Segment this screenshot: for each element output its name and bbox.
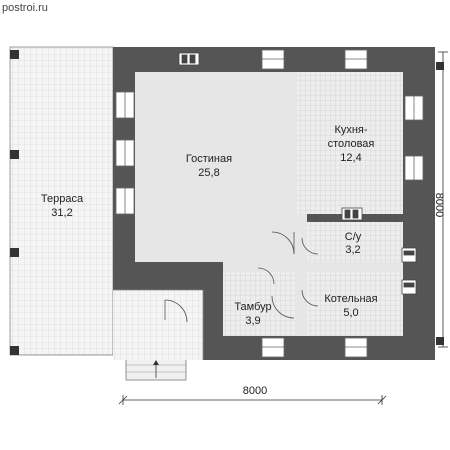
terrace-post: [10, 248, 19, 257]
width-dimension: [118, 395, 387, 405]
terrace-area: 31,2: [51, 207, 72, 219]
kitchen-area: 12,4: [340, 152, 361, 164]
terrace-post: [10, 50, 19, 59]
kitchen-name-line1: Кухня-: [334, 124, 367, 136]
height-dimension: [438, 51, 448, 348]
kitchen-floor: [297, 72, 403, 214]
living-room-name: Гостиная: [186, 153, 232, 165]
wall-corner-marker: [436, 62, 444, 70]
terrace-post: [10, 150, 19, 159]
doors: [164, 231, 319, 323]
wc-name: С/у: [345, 231, 362, 243]
terrace-post: [10, 346, 19, 355]
boiler-room-name: Котельная: [324, 293, 377, 305]
vent-ducts: [178, 52, 417, 295]
wall-corner-marker: [436, 337, 444, 345]
height-dimension-label: 8000: [433, 193, 445, 217]
living-room-floor: [135, 72, 297, 262]
corridor-floor: [223, 262, 403, 272]
vestibule-floor: [223, 272, 295, 336]
wc-floor: [307, 222, 403, 262]
boiler-room-floor: [307, 272, 403, 336]
boiler-room-area: 5,0: [343, 307, 358, 319]
vestibule-passage-floor: [295, 262, 307, 336]
living-room-area: 25,8: [198, 167, 219, 179]
vestibule-name: Тамбур: [234, 301, 271, 313]
windows: [115, 49, 424, 358]
width-dimension-label: 8000: [243, 385, 267, 397]
terrace-name: Терраса: [41, 193, 84, 205]
kitchen-name-line2: столовая: [328, 138, 375, 150]
entrance-steps: [125, 357, 187, 381]
vestibule-area: 3,9: [245, 315, 260, 327]
watermark: postroi.ru: [2, 2, 48, 14]
wc-area: 3,2: [345, 244, 360, 256]
